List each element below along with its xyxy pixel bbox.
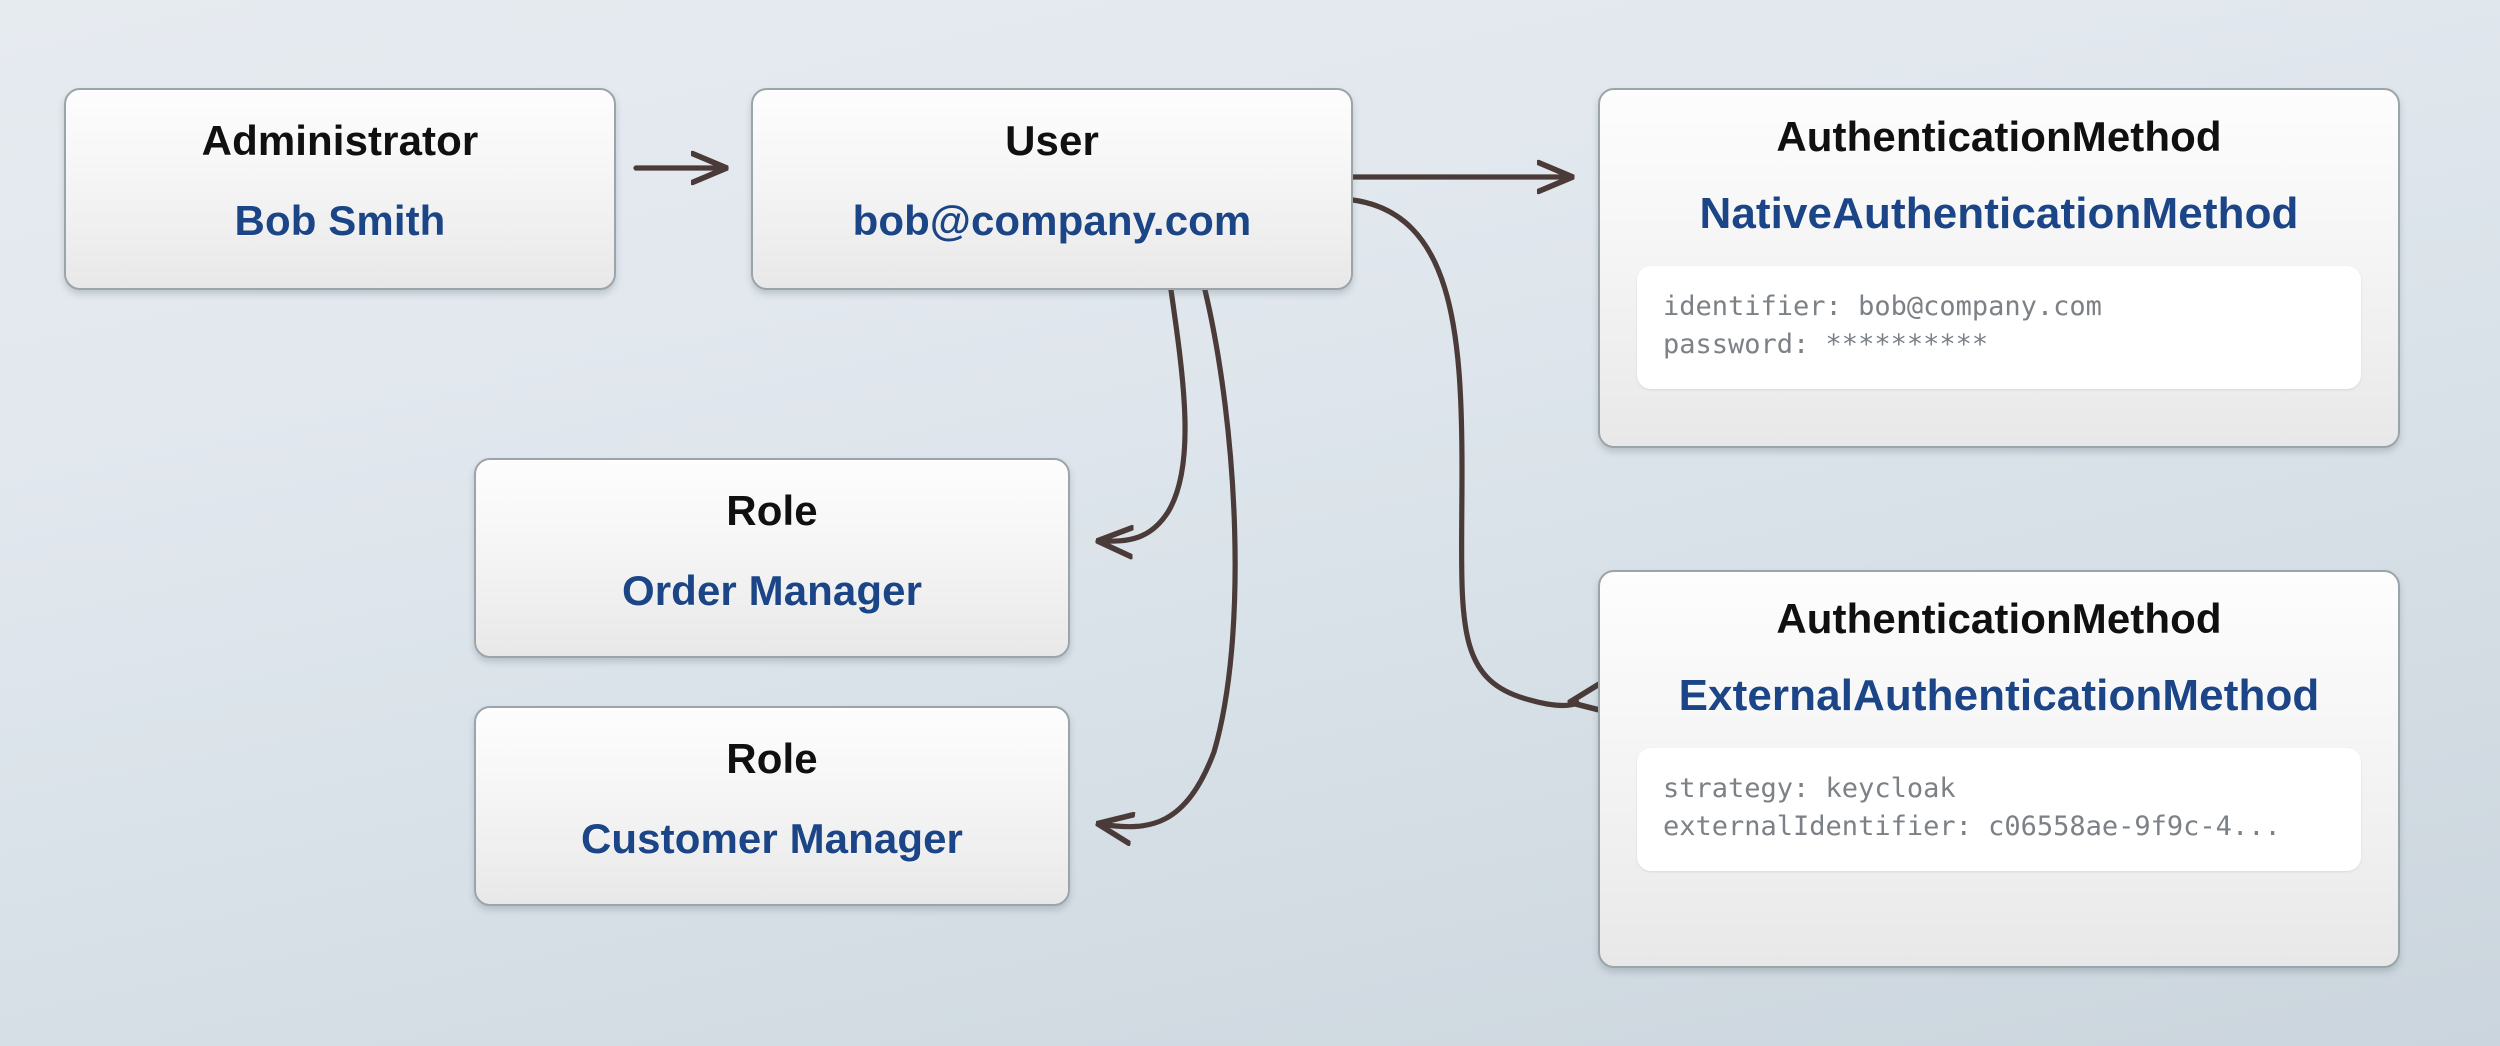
node-role-customer-manager-subtitle: Customer Manager [580,815,964,862]
detail-line: password: ********** [1663,329,1989,361]
node-administrator-subtitle: Bob Smith [234,197,446,244]
node-administrator[interactable]: Administrator Bob Smith [64,88,616,290]
node-external-auth-title: AuthenticationMethod [1776,595,2222,642]
node-role-customer-manager-title: Role [726,735,818,782]
node-role-order-manager-subtitle: Order Manager [621,567,923,614]
edge-user-to-external-auth [1350,197,1577,705]
node-external-auth-subtitle: ExternalAuthenticationMethod [1678,671,2320,720]
node-role-order-manager[interactable]: Role Order Manager [474,458,1070,658]
node-external-auth-details: strategy: keycloak externalIdentifier: c… [1637,748,2361,871]
node-user-subtitle: bob@company.com [852,197,1252,244]
node-native-auth-details: identifier: bob@company.com password: **… [1637,266,2361,389]
node-native-auth-title: AuthenticationMethod [1776,113,2222,160]
edge-user-to-role-order-manager [1100,287,1188,541]
node-native-authentication-method[interactable]: AuthenticationMethod NativeAuthenticatio… [1598,88,2400,448]
node-native-auth-subtitle: NativeAuthenticationMethod [1699,189,2299,238]
node-role-customer-manager[interactable]: Role Customer Manager [474,706,1070,906]
edge-user-to-role-customer-manager [1100,287,1238,827]
node-administrator-title: Administrator [201,117,479,164]
detail-line: strategy: keycloak [1663,773,1956,804]
detail-line: identifier: bob@company.com [1663,291,2102,322]
node-role-order-manager-title: Role [726,487,818,534]
detail-line: externalIdentifier: c06558ae-9f9c-4... [1663,811,2281,843]
node-user-title: User [1005,117,1099,164]
node-external-authentication-method[interactable]: AuthenticationMethod ExternalAuthenticat… [1598,570,2400,968]
node-user[interactable]: User bob@company.com [751,88,1353,290]
